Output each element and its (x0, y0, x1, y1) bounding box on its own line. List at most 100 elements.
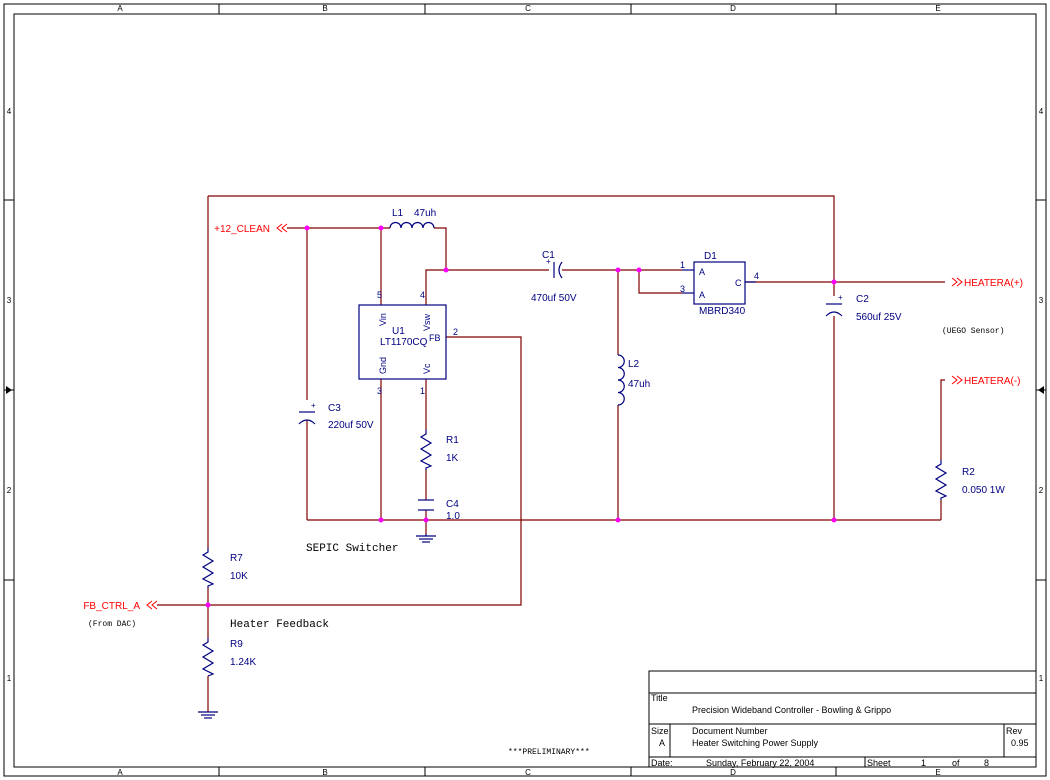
l2-ref: L2 (628, 359, 640, 370)
heater-pos-label: HEATERA(+) (964, 278, 1023, 289)
resistor-r9[interactable]: R9 1.24K (201, 638, 256, 677)
zone-row-2-right: 2 (1039, 486, 1044, 495)
ground-symbol-r9 (198, 711, 218, 719)
u1-pin2-num: 2 (453, 327, 458, 337)
resistor-r7[interactable]: R7 10K (201, 548, 248, 588)
capacitor-c4[interactable]: C4 1.0 (418, 499, 460, 522)
heater-neg-label: HEATERA(-) (964, 376, 1020, 387)
r7-ref: R7 (230, 553, 243, 564)
inductor-l2[interactable]: L2 47uh (617, 354, 650, 406)
u1-pin1-num: 1 (420, 386, 425, 396)
u1-pin4-num: 4 (420, 290, 425, 300)
resistor-r1[interactable]: R1 1K (419, 430, 459, 470)
zone-col-e-top: E (935, 4, 940, 13)
date-value: Sunday, February 22, 2004 (706, 758, 814, 768)
c2-polarity: + (838, 293, 843, 302)
zone-col-c-bottom: C (525, 768, 531, 777)
capacitor-c3[interactable]: + C3 220uf 50V (298, 401, 374, 431)
supply-port[interactable]: +12_CLEAN (214, 223, 288, 235)
u1-gnd-pin: Gnd (378, 357, 388, 374)
title-block: Title Precision Wideband Controller - Bo… (648, 670, 1037, 768)
size-value: A (659, 738, 665, 748)
c1-polarity: + (546, 257, 551, 266)
zone-col-b-bottom: B (322, 768, 327, 777)
r2-ref: R2 (962, 467, 975, 478)
u1-vsw-pin: Vsw (422, 313, 432, 331)
u1-fb-pin: FB (429, 333, 441, 343)
sheet-number: 1 (921, 758, 926, 768)
c1-ref: C1 (542, 250, 555, 261)
r9-value: 1.24K (230, 657, 256, 668)
title-label: Title (651, 693, 668, 703)
rev-value: 0.95 (1011, 738, 1029, 748)
wires (157, 195, 945, 712)
rev-label: Rev (1006, 726, 1023, 736)
zone-row-4-right: 4 (1039, 107, 1044, 116)
sheet-label: Sheet (867, 758, 891, 768)
sheet-border (3, 3, 1047, 777)
d1-pin3-num: 3 (680, 284, 685, 294)
capacitor-c2[interactable]: + C2 560uf 25V (825, 293, 902, 323)
c2-ref: C2 (856, 294, 869, 305)
date-label: Date: (651, 758, 673, 768)
zone-col-b-top: B (322, 4, 327, 13)
sheet-total: 8 (984, 758, 989, 768)
capacitor-c1[interactable]: + C1 470uf 50V (531, 250, 577, 304)
c2-value: 560uf 25V (856, 312, 902, 323)
d1-anode1-pin: A (699, 267, 705, 277)
size-label: Size (651, 726, 669, 736)
zone-row-1-left: 1 (7, 674, 12, 683)
u1-vin-pin: Vin (378, 313, 388, 326)
u1-value: LT1170CQ (380, 337, 428, 348)
d1-value: MBRD340 (699, 306, 746, 317)
uego-note: (UEGO Sensor) (942, 327, 1004, 336)
d1-pin4-num: 4 (754, 271, 759, 281)
zone-row-3-right: 3 (1039, 296, 1044, 305)
zone-col-a-bottom: A (117, 768, 123, 777)
c1-value: 470uf 50V (531, 293, 577, 304)
d1-anode2-pin: A (699, 290, 705, 300)
l2-value: 47uh (628, 379, 650, 390)
r2-value: 0.050 1W (962, 485, 1005, 496)
from-dac-note: (From DAC) (88, 620, 136, 629)
heater-neg-port[interactable]: HEATERA(-) (951, 375, 1020, 387)
of-label: of (952, 758, 960, 768)
sepic-note: SEPIC Switcher (306, 543, 398, 555)
zone-labels: A B C D E A B C D E 4 3 2 1 4 3 2 1 (7, 4, 1044, 777)
c4-value: 1.0 (446, 511, 460, 522)
ground-symbol-c4 (416, 534, 436, 543)
junctions (205, 225, 837, 608)
diode-d1[interactable]: 1 3 4 A A C D1 MBRD340 (680, 251, 759, 317)
d1-pin1-num: 1 (680, 260, 685, 270)
zone-row-4-left: 4 (7, 107, 12, 116)
zone-col-d-bottom: D (730, 768, 736, 777)
u1-pin5-num: 5 (377, 290, 382, 300)
r1-ref: R1 (446, 435, 459, 446)
d1-cathode-pin: C (735, 278, 742, 288)
heater-feedback-note: Heater Feedback (230, 619, 329, 631)
r7-value: 10K (230, 571, 248, 582)
c3-ref: C3 (328, 403, 341, 414)
zone-col-e-bottom: E (935, 768, 940, 777)
zone-row-3-left: 3 (7, 296, 12, 305)
title-text: Precision Wideband Controller - Bowling … (692, 705, 891, 715)
r9-ref: R9 (230, 639, 243, 650)
c3-value: 220uf 50V (328, 420, 374, 431)
docnum-value: Heater Switching Power Supply (692, 738, 819, 748)
fb-ctrl-port[interactable]: FB_CTRL_A (83, 600, 158, 612)
inductor-l1[interactable]: L1 47uh (389, 208, 436, 229)
u1-ref: U1 (392, 326, 405, 337)
ic-u1[interactable]: 5 4 3 1 2 Vin Vsw Gnd Vc FB U1 LT1170CQ (358, 290, 458, 396)
zone-col-c-top: C (525, 4, 531, 13)
u1-pin3-num: 3 (377, 386, 382, 396)
preliminary-note: ***PRELIMINARY*** (508, 748, 590, 757)
fb-ctrl-label: FB_CTRL_A (83, 601, 140, 612)
c3-polarity: + (311, 401, 316, 410)
l1-ref: L1 (392, 208, 404, 219)
zone-row-1-right: 1 (1039, 674, 1044, 683)
heater-pos-port[interactable]: HEATERA(+) (951, 277, 1023, 289)
zone-col-a-top: A (117, 4, 123, 13)
u1-vc-pin: Vc (422, 363, 432, 374)
resistor-r2[interactable]: R2 0.050 1W (934, 460, 1005, 500)
